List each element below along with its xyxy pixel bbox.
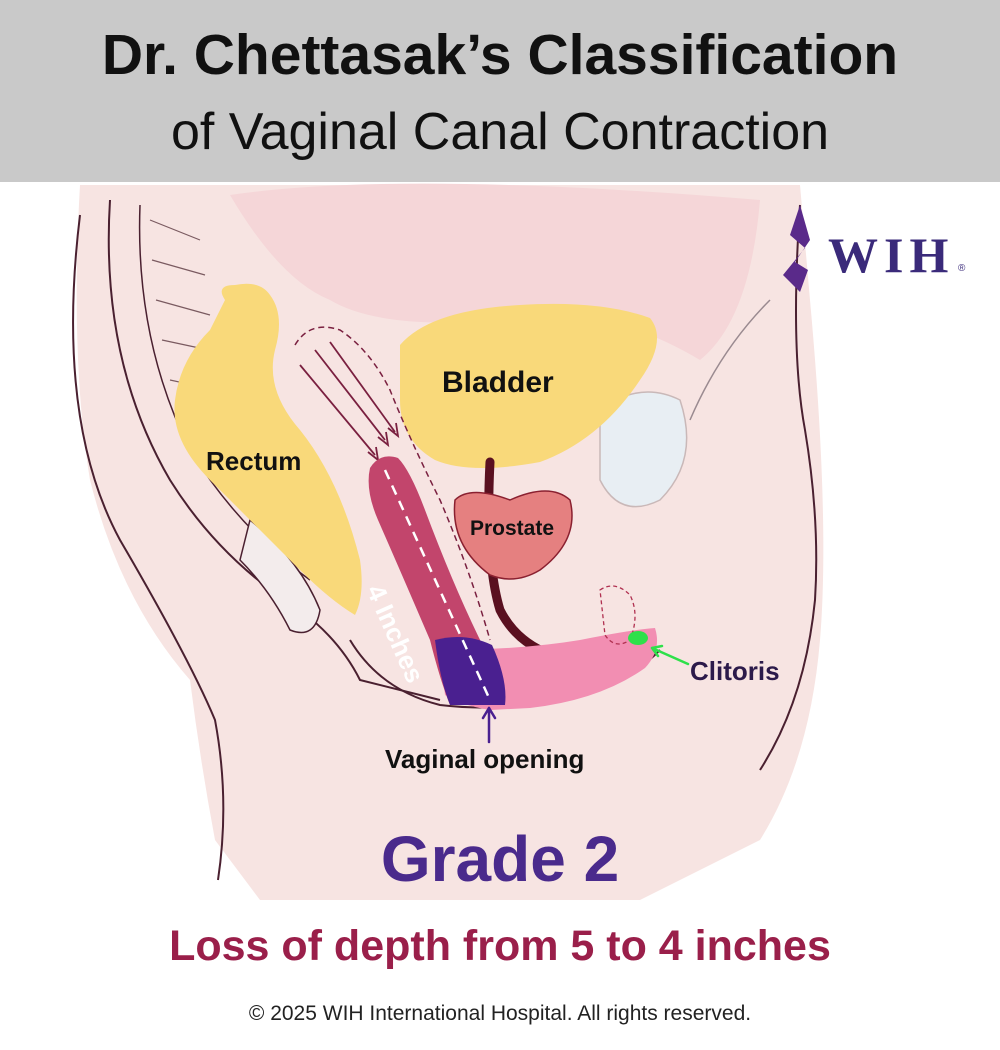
bladder-organ (400, 303, 658, 469)
back-outline (72, 214, 225, 881)
contraction-arrows (299, 341, 396, 456)
clitoris-outline (599, 585, 636, 645)
grade-heading: Grade 2 (380, 823, 620, 895)
pubic-bone (599, 391, 688, 508)
clitoris-label: Clitoris (690, 656, 780, 686)
registered-mark: ® (958, 263, 966, 274)
sacrum-outer (107, 199, 441, 701)
grade-description: Loss of depth from 5 to 4 inches (169, 922, 831, 970)
copyright-notice: © 2025 WIH International Hospital. All r… (248, 1002, 752, 1025)
rectum-organ (174, 283, 362, 615)
wih-logo-text: WIH (828, 227, 955, 283)
prostate-organ (453, 490, 573, 580)
vaginal-opening-region (435, 636, 506, 705)
wih-logo-mark (783, 205, 810, 292)
vertebrae (149, 219, 236, 431)
prostate-label: Prostate (470, 517, 555, 540)
rectum-label: Rectum (206, 446, 302, 476)
clitoris-marker (628, 631, 648, 645)
front-outline (759, 204, 818, 771)
abdomen-line (689, 299, 771, 421)
vaginal-opening-label: Vaginal opening (385, 744, 585, 774)
vaginal-opening-arrow (481, 706, 497, 744)
page-title: Dr. Chettasak’s Classification (101, 23, 899, 87)
header-banner: Dr. Chettasak’s Classification of Vagina… (0, 0, 1000, 182)
original-canal-outline (294, 326, 491, 641)
bladder-label: Bladder (442, 366, 554, 399)
clitoris-arrow (650, 644, 690, 666)
page-subtitle: of Vaginal Canal Contraction (170, 103, 830, 161)
depth-measure-line (383, 469, 492, 701)
